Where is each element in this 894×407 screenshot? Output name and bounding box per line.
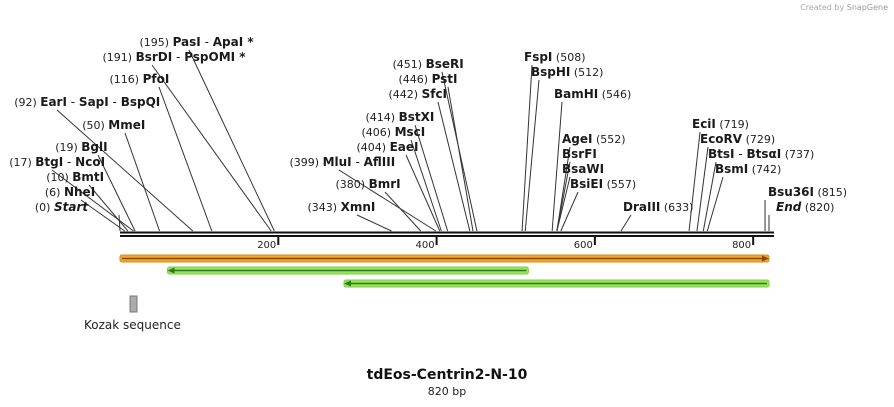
map-title: tdEos-Centrin2-N-10 <box>366 367 528 383</box>
site-leader-line <box>97 154 136 232</box>
site-leader-line <box>437 101 471 232</box>
restriction-site-label[interactable]: EciI (719) <box>692 117 749 131</box>
site-leader-line <box>441 71 478 232</box>
restriction-site-label[interactable]: (446) PstI <box>399 72 458 86</box>
ruler-ticks: 200 400 600 800 <box>257 237 755 251</box>
site-leader-line <box>447 86 474 232</box>
kozak-label: Kozak sequence <box>84 318 181 332</box>
site-leader-line <box>551 101 563 232</box>
restriction-site-label[interactable]: BamHI (546) <box>554 87 631 101</box>
site-leaders <box>51 49 770 232</box>
site-leader-line <box>151 64 272 232</box>
site-leader-line <box>188 49 275 232</box>
restriction-site-label[interactable]: End (820) <box>776 200 834 214</box>
backbone-line-top <box>120 231 774 234</box>
site-leader-line <box>56 109 194 232</box>
restriction-site-label[interactable]: (10) BmtI <box>46 170 104 184</box>
site-leader-line <box>51 169 134 232</box>
restriction-site-label[interactable]: BsiEI (557) <box>570 177 636 191</box>
tick-label: 400 <box>415 240 434 251</box>
green-feature-arrow <box>167 267 527 274</box>
restriction-site-label[interactable]: (399) MluI - AflIII <box>290 155 396 169</box>
map-length: 820 bp <box>427 385 467 398</box>
restriction-site-label[interactable]: DraIII (633) <box>623 200 693 214</box>
restriction-site-label[interactable]: (451) BseRI <box>393 57 464 71</box>
site-leader-line <box>124 132 161 232</box>
site-leader-line <box>338 169 437 232</box>
restriction-site-label[interactable]: (92) EarI - SapI - BspQI <box>14 95 160 109</box>
site-leader-line <box>414 124 449 232</box>
site-leader-line <box>356 214 392 232</box>
site-leader-line <box>560 191 579 232</box>
restriction-site-label[interactable]: (406) MscI <box>362 125 426 139</box>
site-leader-line <box>556 161 571 232</box>
site-leader-line <box>620 214 632 232</box>
kozak-feature-box[interactable] <box>129 295 138 313</box>
restriction-site-label[interactable]: (343) XmnI <box>308 200 376 214</box>
restriction-site-label[interactable]: (0) Start <box>35 200 89 214</box>
site-leader-line <box>521 64 533 232</box>
restriction-site-label[interactable]: FspI (508) <box>524 50 585 64</box>
restriction-site-label[interactable]: (195) PasI - ApaI * <box>140 35 255 49</box>
restriction-site-label[interactable]: Bsu36I (815) <box>768 185 847 199</box>
site-leader-line <box>556 176 571 232</box>
site-labels: (0) Start(6) NheI(10) BmtI(17) BtgI - Nc… <box>9 35 847 214</box>
snapgene-logo: SnapGene <box>846 3 888 12</box>
site-leader-line <box>706 176 724 232</box>
restriction-site-label[interactable]: (380) BmrI <box>336 177 401 191</box>
restriction-site-label[interactable]: EcoRV (729) <box>700 132 775 146</box>
site-leader-line <box>410 139 442 232</box>
restriction-site-label[interactable]: BsaWI <box>562 162 604 176</box>
site-leader-line <box>696 146 709 232</box>
site-leader-line <box>118 214 121 232</box>
tick-label: 800 <box>732 240 751 251</box>
restriction-site-label[interactable]: (19) BglI <box>55 140 107 154</box>
green-feature-arrow <box>343 280 767 287</box>
feature-track <box>119 254 770 288</box>
tick-label: 200 <box>257 240 276 251</box>
site-leader-line <box>405 154 441 232</box>
credit-prefix: Created by <box>800 3 845 12</box>
restriction-site-label[interactable]: (17) BtgI - NcoI <box>9 155 105 169</box>
site-leader-line <box>702 161 717 232</box>
site-leader-line <box>88 184 129 232</box>
site-leader-line <box>384 191 422 232</box>
site-leader-line <box>688 131 701 232</box>
site-leader-line <box>80 199 126 232</box>
restriction-site-label[interactable]: BspHI (512) <box>531 65 603 79</box>
tick-label: 600 <box>574 240 593 251</box>
restriction-site-label[interactable]: BsrFI <box>562 147 597 161</box>
site-leader-line <box>524 79 540 232</box>
restriction-site-label[interactable]: (442) SfcI <box>389 87 448 101</box>
backbone-line-bottom <box>120 235 774 237</box>
restriction-site-label[interactable]: BsmI (742) <box>715 162 781 176</box>
site-leader-line <box>158 86 213 232</box>
restriction-site-label[interactable]: BtsI - BtsαI (737) <box>708 147 814 161</box>
orange-feature-arrow <box>122 255 769 262</box>
restriction-site-label[interactable]: (116) PfoI <box>110 72 170 86</box>
restriction-site-label[interactable]: (6) NheI <box>45 185 95 199</box>
snapgene-credit: Created by SnapGene <box>800 3 888 12</box>
restriction-site-label[interactable]: (414) BstXI <box>366 110 435 124</box>
restriction-site-label[interactable]: (50) MmeI <box>82 118 145 132</box>
restriction-site-label[interactable]: AgeI (552) <box>562 132 626 146</box>
restriction-site-label[interactable]: (404) EaeI <box>357 140 419 154</box>
restriction-site-label[interactable]: (191) BsrDI - PspOMI * <box>103 50 247 64</box>
